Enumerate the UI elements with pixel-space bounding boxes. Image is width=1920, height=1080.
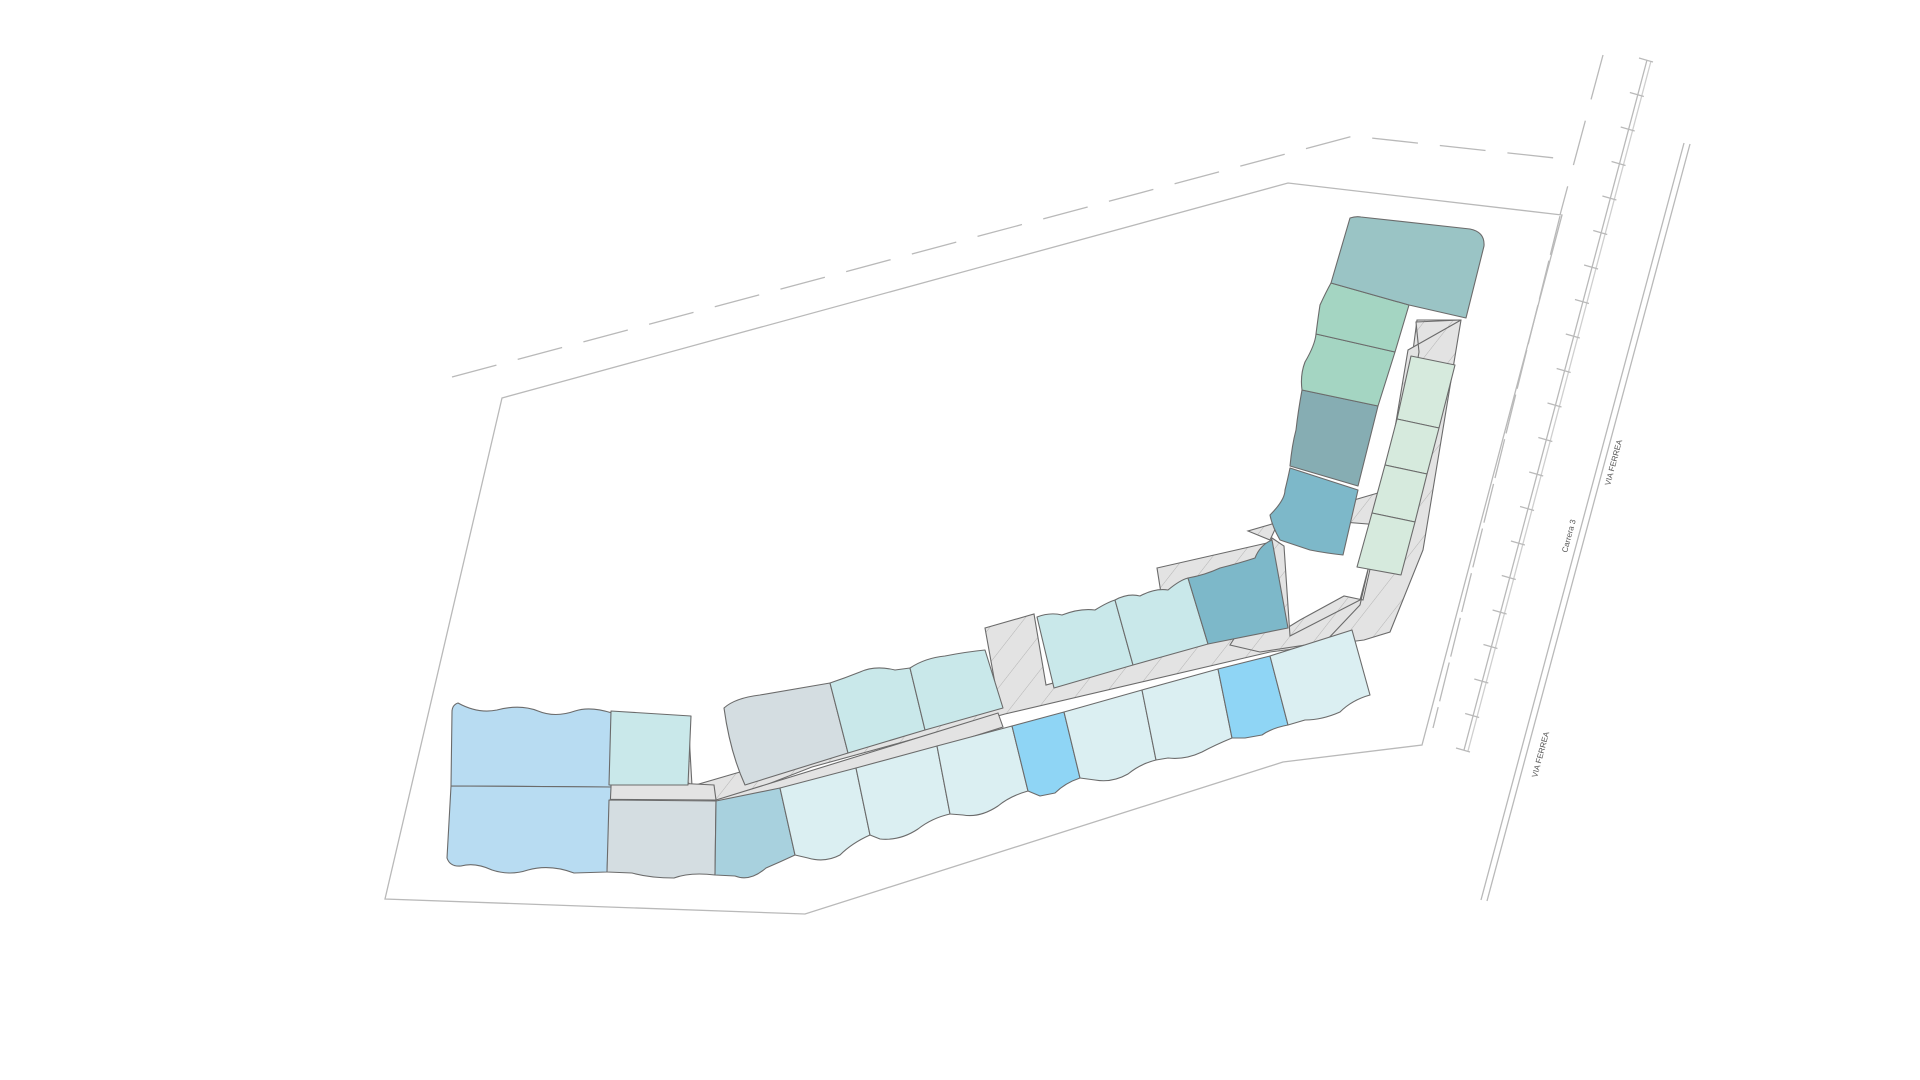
rail-tie [1638, 57, 1654, 63]
rail-tie [1602, 195, 1617, 201]
carrera-curb-line [1432, 215, 1561, 729]
rail-tie [1492, 609, 1507, 615]
lot-n5[interactable] [1114, 577, 1209, 666]
lot-a4[interactable] [606, 799, 717, 879]
rail-tie [1529, 471, 1544, 477]
property-boundary [384, 182, 1563, 915]
lot-e2[interactable] [1289, 389, 1379, 487]
rail-tie [1474, 678, 1489, 684]
rail-tie [1556, 367, 1571, 374]
lot-a1[interactable] [450, 702, 613, 788]
lot-s3[interactable] [936, 725, 1029, 817]
lot-e5[interactable] [1330, 216, 1485, 319]
via-ferrea-label-bottom: VIA FERREA [1530, 730, 1551, 778]
outer-dashed-limit [451, 135, 1574, 378]
lot-n2[interactable] [829, 667, 926, 754]
street-dashed-line [1559, 54, 1604, 216]
rail-tie [1510, 540, 1526, 546]
lot-m4[interactable] [1356, 512, 1416, 576]
lot-n3[interactable] [909, 649, 1004, 731]
lot-s5[interactable] [1063, 689, 1157, 782]
rail-tie [1611, 160, 1626, 167]
rail-tie [1483, 643, 1498, 650]
via-ferrea-line [1486, 143, 1691, 902]
rail-tie [1583, 264, 1599, 270]
rail-tie [1620, 126, 1635, 132]
lot-n4[interactable] [1036, 599, 1134, 689]
lot-e4[interactable] [1315, 282, 1410, 353]
rail-tie [1501, 574, 1516, 581]
rail-tie [1565, 333, 1580, 339]
rail-tie [1538, 436, 1553, 443]
rail-tie [1629, 91, 1645, 98]
rail-tie [1574, 298, 1590, 305]
via-ferrea-label-top: VIA FERREA [1603, 438, 1624, 486]
rail-tie [1593, 229, 1608, 236]
lot-s8[interactable] [1269, 629, 1371, 726]
lot-a5[interactable] [714, 787, 796, 879]
lot-s1[interactable] [779, 767, 871, 861]
lot-s2[interactable] [855, 745, 951, 840]
railway-track [1455, 57, 1654, 753]
rail-tie [1464, 712, 1480, 719]
lot-a2[interactable] [446, 785, 612, 874]
rail-tie [1455, 747, 1471, 753]
lot-a3[interactable] [608, 710, 692, 786]
via-ferrea-line [1480, 142, 1685, 901]
lots-layer [446, 216, 1485, 879]
lot-e3[interactable] [1300, 333, 1396, 407]
rail-tie [1547, 402, 1562, 408]
rail-tie [1519, 505, 1535, 512]
lot-s6[interactable] [1141, 668, 1233, 761]
lot-e1[interactable] [1269, 467, 1359, 556]
lot-n6[interactable] [1187, 539, 1289, 645]
